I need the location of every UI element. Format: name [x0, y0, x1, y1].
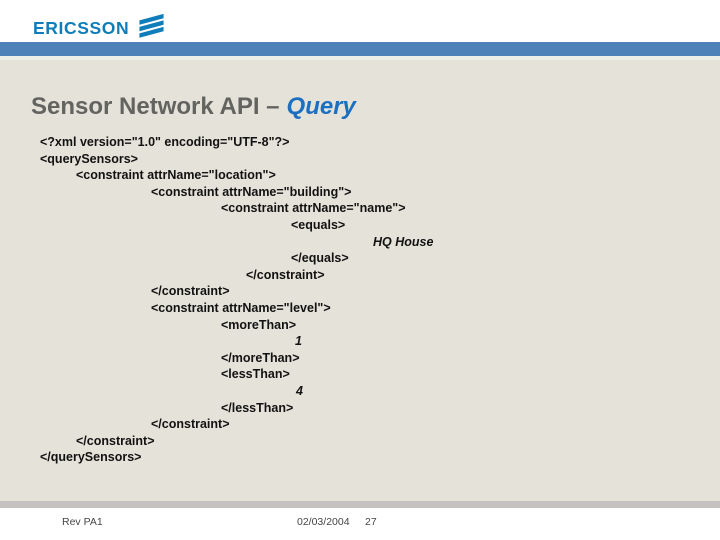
slide-body: Sensor Network API –Query <?xml version=…: [0, 60, 720, 501]
divider-strip: [0, 56, 720, 60]
page-number: 27: [365, 516, 377, 528]
title-text: Sensor Network API –: [31, 93, 280, 120]
xml-tag-line: <constraint attrName="name">: [221, 201, 406, 216]
footer-divider: [0, 501, 720, 508]
slide-title: Sensor Network API –Query: [31, 93, 356, 121]
xml-tag-line: </equals>: [291, 251, 349, 266]
xml-tag-line: <constraint attrName="building">: [151, 184, 352, 199]
ericsson-logo-text: ERICSSON: [33, 18, 130, 38]
accent-bar: [0, 42, 720, 56]
xml-tag-line: </constraint>: [246, 267, 325, 282]
xml-tag-line: </moreThan>: [221, 350, 300, 365]
xml-tag-line: </lessThan>: [221, 400, 294, 415]
xml-tag-line: <lessThan>: [221, 367, 290, 382]
xml-value-line: 1: [295, 334, 302, 349]
title-emphasis: Query: [286, 93, 356, 120]
xml-tag-line: </constraint>: [151, 417, 230, 432]
slide-header: ERICSSON: [0, 0, 720, 42]
ericsson-three-bars-icon: [139, 13, 164, 38]
xml-value-line: HQ House: [373, 234, 434, 249]
ericsson-logo: ERICSSON: [33, 13, 165, 39]
xml-tag-line: </querySensors>: [40, 450, 142, 465]
xml-tag-line: <constraint attrName="level">: [151, 300, 331, 315]
xml-tag-line: <equals>: [291, 217, 346, 232]
slide-footer: Rev PA1 02/03/2004 27: [0, 508, 720, 540]
xml-tag-line: <querySensors>: [40, 151, 138, 166]
date-label: 02/03/2004: [297, 516, 350, 528]
xml-code-block: <?xml version="1.0" encoding="UTF-8"?> <q…: [40, 134, 433, 466]
xml-tag-line: <constraint attrName="location">: [76, 168, 276, 183]
xml-value-line: 4: [296, 383, 303, 398]
xml-tag-line: </constraint>: [151, 284, 230, 299]
xml-tag-line: <moreThan>: [221, 317, 297, 332]
xml-tag-line: </constraint>: [76, 433, 155, 448]
xml-tag-line: <?xml version="1.0" encoding="UTF-8"?>: [40, 135, 290, 149]
revision-label: Rev PA1: [62, 516, 103, 528]
